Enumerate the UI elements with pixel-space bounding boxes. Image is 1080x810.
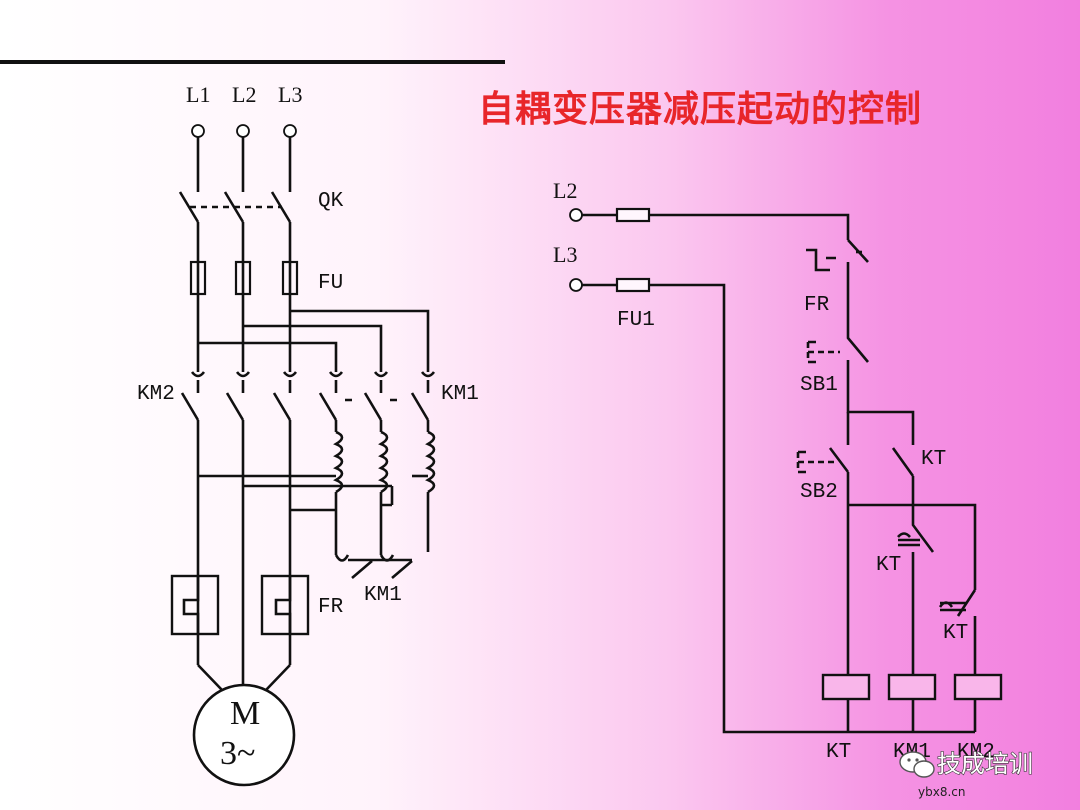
fu1-label: FU1 [617, 309, 655, 332]
kt-mid-label: KT [876, 554, 901, 577]
coil-kt-label: KT [826, 741, 851, 764]
terminal-l1 [191, 124, 205, 138]
page-title: 自耦变压器减压起动的控制 [478, 89, 923, 130]
line-label-l3: L3 [553, 242, 577, 267]
km2-label: KM2 [137, 383, 175, 406]
terminal-l2 [236, 124, 250, 138]
main-fuses [189, 260, 299, 296]
sb1-label: SB1 [800, 374, 838, 397]
terminal-l3 [283, 124, 297, 138]
fr-contact [806, 239, 869, 300]
top-rule [0, 60, 505, 64]
coil-km1 [887, 672, 937, 732]
ctrl-fuse-top [615, 207, 651, 223]
km1-star-contacts [334, 554, 413, 579]
terminal-ctrl-l3 [569, 278, 583, 292]
fu-label: FU [318, 272, 343, 295]
sb2-label: SB2 [800, 481, 838, 504]
fr-label: FR [318, 596, 344, 619]
watermark-text: 技成培训 [937, 750, 1033, 778]
kt-contact-right [938, 589, 977, 672]
sb2-start-button[interactable] [796, 447, 850, 505]
kt-contact-top [891, 447, 915, 505]
wechat-icon [899, 751, 935, 778]
watermark-url: ybx8.cn [918, 785, 965, 799]
coil-km2-label: KM2 [957, 741, 995, 764]
coil-km2 [953, 672, 1003, 732]
qk-label: QK [318, 190, 344, 213]
km1-contacts [318, 371, 436, 421]
fr-thermal [170, 574, 310, 636]
watermark: 技成培训 ybx8.cn [899, 749, 1034, 799]
km1-label: KM1 [441, 383, 479, 406]
kt-contact-mid [897, 505, 935, 672]
line-label-l2: L2 [553, 178, 577, 203]
sb1-stop-button[interactable] [806, 300, 869, 375]
kt-right-label: KT [943, 622, 968, 645]
qk-switch [178, 137, 292, 262]
main-circuit: L1 L2 L3 QK FU [137, 82, 479, 787]
coil-kt [821, 672, 871, 732]
motor-phase-label: 3~ [220, 735, 255, 772]
phase-label-l1: L1 [186, 82, 210, 107]
kt-top-label: KT [921, 448, 946, 471]
terminal-ctrl-l2 [569, 208, 583, 222]
phase-label-l2: L2 [232, 82, 256, 107]
ctrl-fuse-fu1 [615, 277, 651, 293]
autotransformer [333, 420, 436, 510]
fr-contact-label: FR [804, 294, 830, 317]
km2-contacts [180, 371, 298, 421]
motor: M 3~ [192, 664, 296, 787]
phase-label-l3: L3 [278, 82, 302, 107]
km1-bottom-label: KM1 [364, 584, 402, 607]
control-circuit: L2 L3 FU1 FR SB1 [553, 178, 1003, 764]
motor-m-label: M [230, 695, 260, 732]
